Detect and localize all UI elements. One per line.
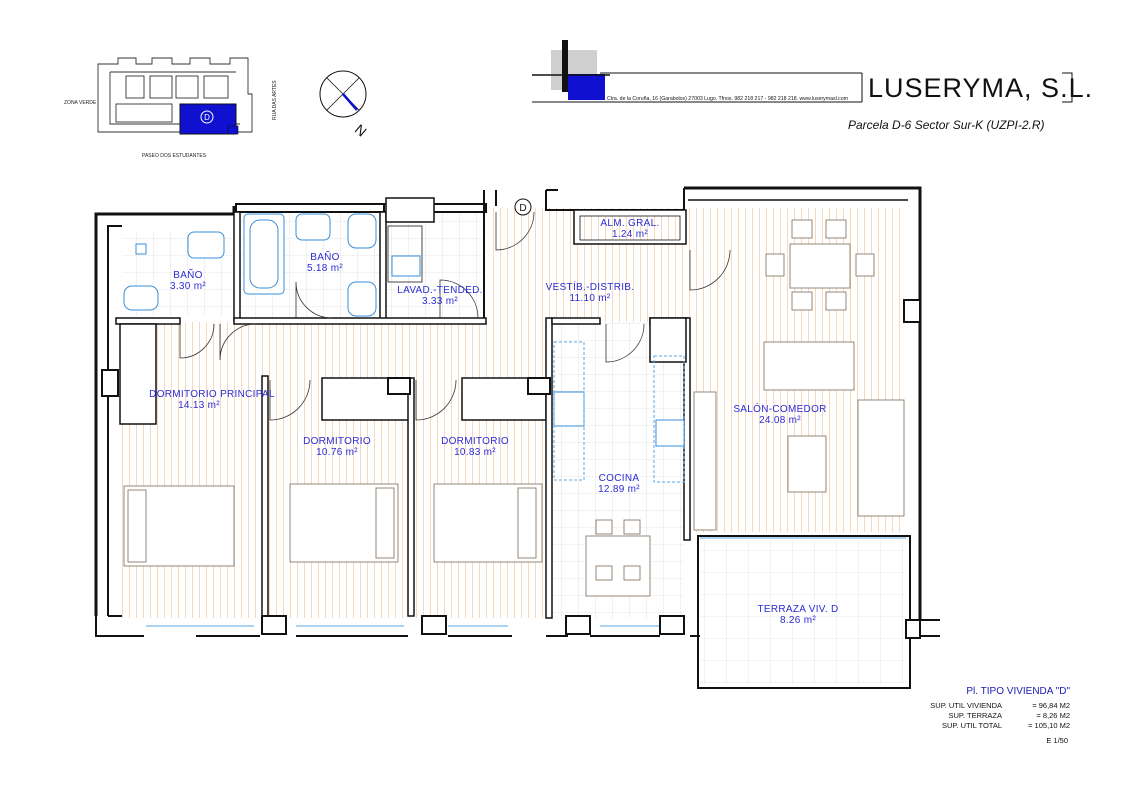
summary-label: SUP. UTIL TOTAL — [942, 721, 1002, 730]
summary-title: Pl. TIPO VIVIENDA "D" — [966, 686, 1070, 697]
area-summary: Pl. TIPO VIVIENDA "D" SUP. UTIL VIVIENDA… — [930, 686, 1070, 745]
room-area: 5.18 m² — [307, 263, 343, 274]
summary-value: = 105,10 M2 — [1028, 721, 1070, 730]
room-name: TERRAZA VIV. D — [757, 604, 838, 615]
entry-marker-circle — [514, 198, 532, 216]
room-area: 10.76 m² — [316, 447, 358, 458]
key-plan-zona-verde: ZONA VERDE — [64, 100, 97, 106]
fixtures — [123, 213, 685, 483]
room-area: 1.24 m² — [612, 229, 648, 240]
room-name: BAÑO — [310, 250, 340, 263]
company-name: LUSERYMA, S.L. — [868, 73, 1093, 103]
room-area: 10.83 m² — [454, 447, 496, 458]
floors — [122, 208, 906, 684]
key-plan-paseo: PASEO DOS ESTUDANTES — [142, 153, 207, 159]
room-name: VESTÍB.-DISTRIB. — [546, 280, 635, 293]
room-area: 11.10 m² — [569, 293, 610, 304]
room-name: COCINA — [599, 473, 640, 484]
summary-label: SUP. UTIL VIVIENDA — [930, 701, 1002, 710]
room-name: LAVAD.-TENDED. — [397, 285, 483, 296]
unit-marker-label: D — [204, 113, 210, 122]
scale-label: E 1/50 — [1046, 736, 1068, 745]
north-arrow: N — [319, 70, 370, 140]
unit-marker-circle — [200, 110, 214, 124]
company-logo — [532, 40, 863, 103]
room-name: ALM. GRAL. — [600, 218, 659, 229]
parcel-label: Parcela D-6 Sector Sur-K (UZPI-2.R) — [848, 118, 1045, 132]
room-name: DORMITORIO PRINCIPAL — [149, 389, 275, 400]
room-area: 14.13 m² — [178, 400, 220, 411]
room-labels: BAÑO 3.30 m² BAÑO 5.18 m² LAVAD.-TENDED.… — [149, 218, 838, 626]
room-area: 12.89 m² — [598, 484, 640, 495]
doors — [179, 211, 731, 421]
key-plan-rua: RUA DAS ARTES — [272, 80, 278, 120]
room-area: 24.08 m² — [759, 415, 801, 426]
summary-value: = 96,84 M2 — [1032, 701, 1070, 710]
entry-marker-label: D — [519, 203, 526, 214]
unit-d-highlight — [179, 103, 237, 135]
room-name: SALÓN-COMEDOR — [733, 402, 826, 415]
summary-label: SUP. TERRAZA — [949, 711, 1003, 720]
company-address: Ctra. de la Coruña, 16 (Garabolos) 27003… — [607, 96, 848, 102]
room-name: BAÑO — [173, 268, 203, 281]
walls — [94, 186, 940, 689]
room-area: 3.30 m² — [170, 281, 206, 292]
room-area: 8.26 m² — [780, 615, 816, 626]
room-area: 3.33 m² — [422, 296, 458, 307]
north-label: N — [352, 121, 370, 140]
room-name: DORMITORIO — [441, 436, 509, 447]
key-plan: D ZONA VERDE PASEO DOS ESTUDANTES RUA DA… — [64, 57, 278, 159]
room-name: DORMITORIO — [303, 436, 371, 447]
furniture — [123, 219, 905, 597]
summary-value: = 8,26 M2 — [1036, 711, 1070, 720]
